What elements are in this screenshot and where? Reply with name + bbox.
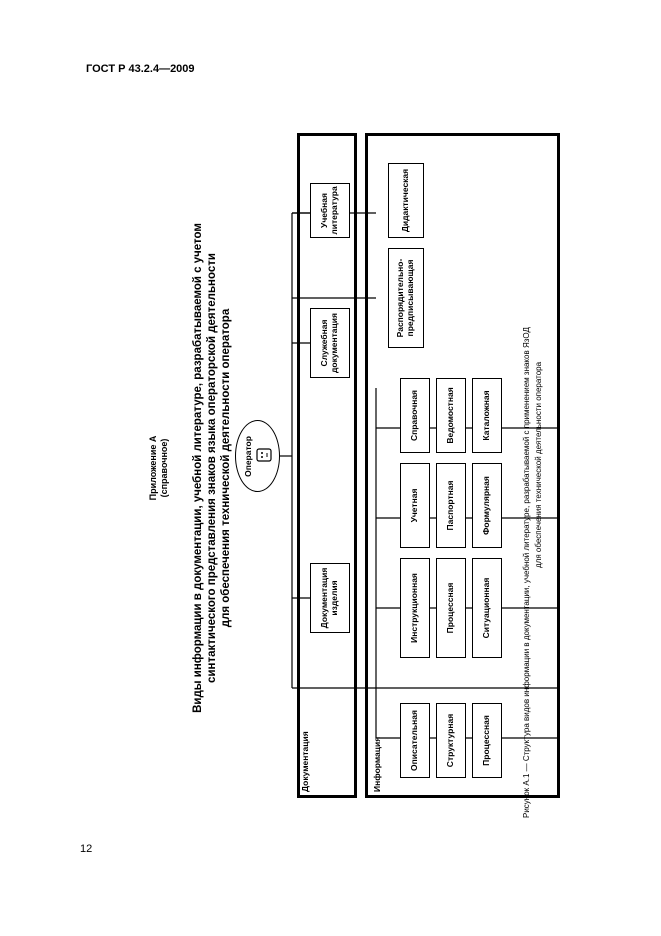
info-statement: Ведомостная	[436, 378, 466, 453]
info-descriptive: Описательная	[400, 703, 430, 778]
info-process-2: Процессная	[436, 558, 466, 658]
rotated-figure-page: Приложение А (справочное) Виды информаци…	[140, 118, 560, 818]
document-standard-number: ГОСТ Р 43.2.4—2009	[86, 63, 195, 75]
documentation-item-service: Служебная документация	[310, 308, 350, 378]
page-number: 12	[80, 843, 93, 855]
operator-node: Оператор	[235, 420, 280, 492]
documentation-item-product: Документация изделия	[310, 563, 350, 633]
figure-caption: Рисунок А.1 — Структура видов информации…	[522, 118, 562, 818]
info-form: Формулярная	[472, 463, 502, 548]
info-accounting: Учетная	[400, 463, 430, 548]
documentation-item-training: Учебная литература	[310, 183, 350, 238]
info-directive: Распорядительно-предписывающая	[388, 248, 424, 348]
person-head-icon	[256, 448, 272, 462]
info-passport: Паспортная	[436, 463, 466, 548]
info-process-1: Процессная	[472, 703, 502, 778]
info-didactic: Дидактическая	[388, 163, 424, 238]
info-reference: Справочная	[400, 378, 430, 453]
information-label: Информация	[372, 736, 382, 792]
figure-caption-text-1: Рисунок А.1 — Структура видов информации…	[522, 327, 531, 818]
documentation-label: Документация	[300, 731, 310, 792]
figure-caption-text-2: для обеспечения технической деятельности…	[534, 361, 543, 568]
info-catalog: Каталожная	[472, 378, 502, 453]
info-instructional: Инструкционная	[400, 558, 430, 658]
info-situational: Ситуационная	[472, 558, 502, 658]
info-structural: Структурная	[436, 703, 466, 778]
